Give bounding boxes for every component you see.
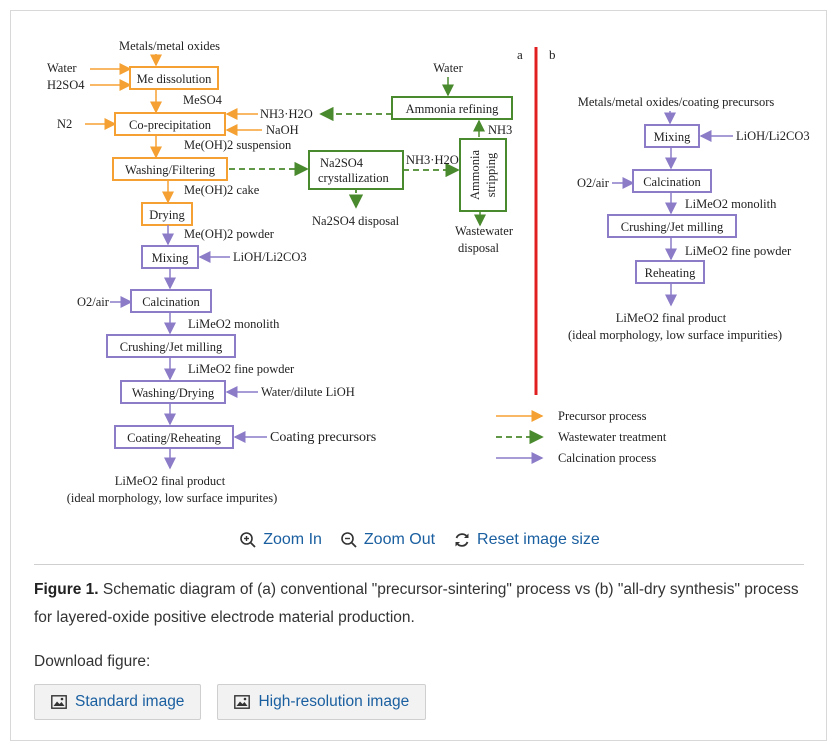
standard-image-label: Standard image bbox=[75, 693, 185, 710]
crushing-box bbox=[106, 334, 236, 358]
ammonia-stripping-box bbox=[459, 138, 507, 212]
zoom-out-label: Zoom Out bbox=[363, 531, 436, 548]
right-lioh-label: LiOH/Li2CO3 bbox=[736, 129, 810, 143]
right-calcination-box bbox=[632, 169, 712, 193]
wastewater-label: Wastewater bbox=[455, 224, 514, 238]
crystallization-label: crystallization bbox=[318, 171, 390, 185]
right-reheating-box bbox=[635, 260, 705, 284]
reset-size-button[interactable]: Reset image size bbox=[453, 531, 600, 549]
me-dissolution-label: Me dissolution bbox=[137, 72, 212, 86]
h2so4-label: H2SO4 bbox=[47, 78, 85, 92]
ammonia-refining-label: Ammonia refining bbox=[406, 102, 499, 116]
calcination-box bbox=[130, 289, 212, 313]
naoh-label: NaOH bbox=[266, 123, 299, 137]
stripping-label: stripping bbox=[484, 152, 498, 197]
lioh-label: LiOH/Li2CO3 bbox=[233, 250, 307, 264]
right-calcination-label: Calcination bbox=[643, 175, 701, 189]
water-top-label: Water bbox=[433, 61, 463, 75]
washing-filtering-box bbox=[112, 157, 228, 181]
washing-drying-label: Washing/Drying bbox=[132, 386, 215, 400]
high-res-image-label: High-resolution image bbox=[258, 693, 410, 710]
figure-caption: Figure 1. Schematic diagram of (a) conve… bbox=[34, 576, 804, 632]
drying-label: Drying bbox=[149, 208, 185, 222]
download-buttons: Standard image High-resolution image bbox=[34, 684, 427, 720]
download-label: Download figure: bbox=[34, 653, 151, 670]
ammonia-refining-box bbox=[391, 96, 513, 120]
washing-filtering-label: Washing/Filtering bbox=[125, 163, 216, 177]
limeo2-fine-label: LiMeO2 fine powder bbox=[188, 362, 295, 376]
zoom-out-button[interactable]: Zoom Out bbox=[340, 531, 435, 549]
right-final-label: LiMeO2 final product bbox=[616, 311, 727, 325]
standard-image-button[interactable]: Standard image bbox=[34, 684, 202, 720]
water-label: Water bbox=[47, 61, 77, 75]
zoom-in-icon bbox=[240, 532, 256, 548]
caption-label: Figure 1. bbox=[34, 581, 99, 598]
metals-label: Metals/metal oxides bbox=[119, 39, 220, 53]
right-mixing-box bbox=[644, 124, 700, 148]
na2so4-disposal-label: Na2SO4 disposal bbox=[312, 214, 400, 228]
zoom-in-button[interactable]: Zoom In bbox=[239, 531, 322, 549]
meoh-cake-label: Me(OH)2 cake bbox=[184, 183, 260, 197]
refresh-icon bbox=[455, 533, 469, 547]
final-product-label: LiMeO2 final product bbox=[115, 474, 226, 488]
high-res-image-button[interactable]: High-resolution image bbox=[217, 684, 427, 720]
o2air-label: O2/air bbox=[77, 295, 110, 309]
right-reheating-label: Reheating bbox=[645, 266, 696, 280]
nh3h2o-in-label: NH3·H2O bbox=[260, 107, 313, 121]
panel-a-label: a bbox=[517, 47, 523, 62]
figure-image: Metals/metal oxides Water H2SO4 Me disso… bbox=[30, 27, 810, 517]
panel-b-label: b bbox=[549, 47, 556, 62]
legend-calcination: Calcination process bbox=[558, 451, 656, 465]
crystallization-box bbox=[308, 150, 404, 190]
coating-precursors-label: Coating precursors bbox=[270, 430, 376, 445]
coating-reheating-label: Coating/Reheating bbox=[127, 431, 221, 445]
calcination-label: Calcination bbox=[142, 295, 200, 309]
meoh-powder-label: Me(OH)2 powder bbox=[184, 227, 275, 241]
me-dissolution-box bbox=[129, 66, 219, 90]
na2so4-box-label: Na2SO4 bbox=[320, 156, 364, 170]
legend-wastewater: Wastewater treatment bbox=[558, 430, 667, 444]
process-diagram: Metals/metal oxides Water H2SO4 Me disso… bbox=[47, 39, 810, 505]
nh3-label: NH3 bbox=[488, 123, 512, 137]
legend-precursor: Precursor process bbox=[558, 409, 647, 423]
right-final-note: (ideal morphology, low surface impuritie… bbox=[568, 328, 782, 342]
zoom-toolbar: Zoom In Zoom Out Reset image size bbox=[11, 531, 828, 549]
co-precipitation-box bbox=[114, 112, 226, 136]
ammonia-label: Ammonia bbox=[468, 150, 482, 200]
right-mixing-label: Mixing bbox=[654, 130, 692, 144]
caption-divider bbox=[34, 564, 804, 565]
image-icon bbox=[234, 695, 251, 709]
image-icon bbox=[51, 695, 67, 709]
co-precipitation-label: Co-precipitation bbox=[129, 118, 212, 132]
meso4-label: MeSO4 bbox=[183, 93, 223, 107]
disposal-label: disposal bbox=[458, 241, 500, 255]
limeo2-monolith-label: LiMeO2 monolith bbox=[188, 317, 280, 331]
mixing-label: Mixing bbox=[152, 251, 190, 265]
right-monolith-label: LiMeO2 monolith bbox=[685, 197, 777, 211]
zoom-out-icon bbox=[341, 532, 357, 548]
right-crushing-label: Crushing/Jet milling bbox=[621, 220, 724, 234]
nh3h2o-mid-label: NH3·H2O bbox=[406, 153, 459, 167]
drying-box bbox=[141, 202, 193, 226]
coating-reheating-box bbox=[114, 425, 234, 449]
caption-text: Schematic diagram of (a) conventional "p… bbox=[34, 581, 799, 626]
reset-size-label: Reset image size bbox=[477, 531, 600, 548]
washing-drying-box bbox=[120, 380, 226, 404]
crushing-label: Crushing/Jet milling bbox=[120, 340, 223, 354]
right-crushing-box bbox=[607, 214, 737, 238]
zoom-in-label: Zoom In bbox=[263, 531, 322, 548]
right-o2air-label: O2/air bbox=[577, 176, 610, 190]
meoh-suspension-label: Me(OH)2 suspension bbox=[184, 138, 292, 152]
right-fine-label: LiMeO2 fine powder bbox=[685, 244, 792, 258]
right-metals-label: Metals/metal oxides/coating precursors bbox=[578, 95, 775, 109]
water-lioh-label: Water/dilute LiOH bbox=[261, 385, 355, 399]
n2-label: N2 bbox=[57, 117, 72, 131]
final-note-label: (ideal morphology, low surface impurites… bbox=[67, 491, 278, 505]
figure-card: Metals/metal oxides Water H2SO4 Me disso… bbox=[10, 10, 827, 741]
